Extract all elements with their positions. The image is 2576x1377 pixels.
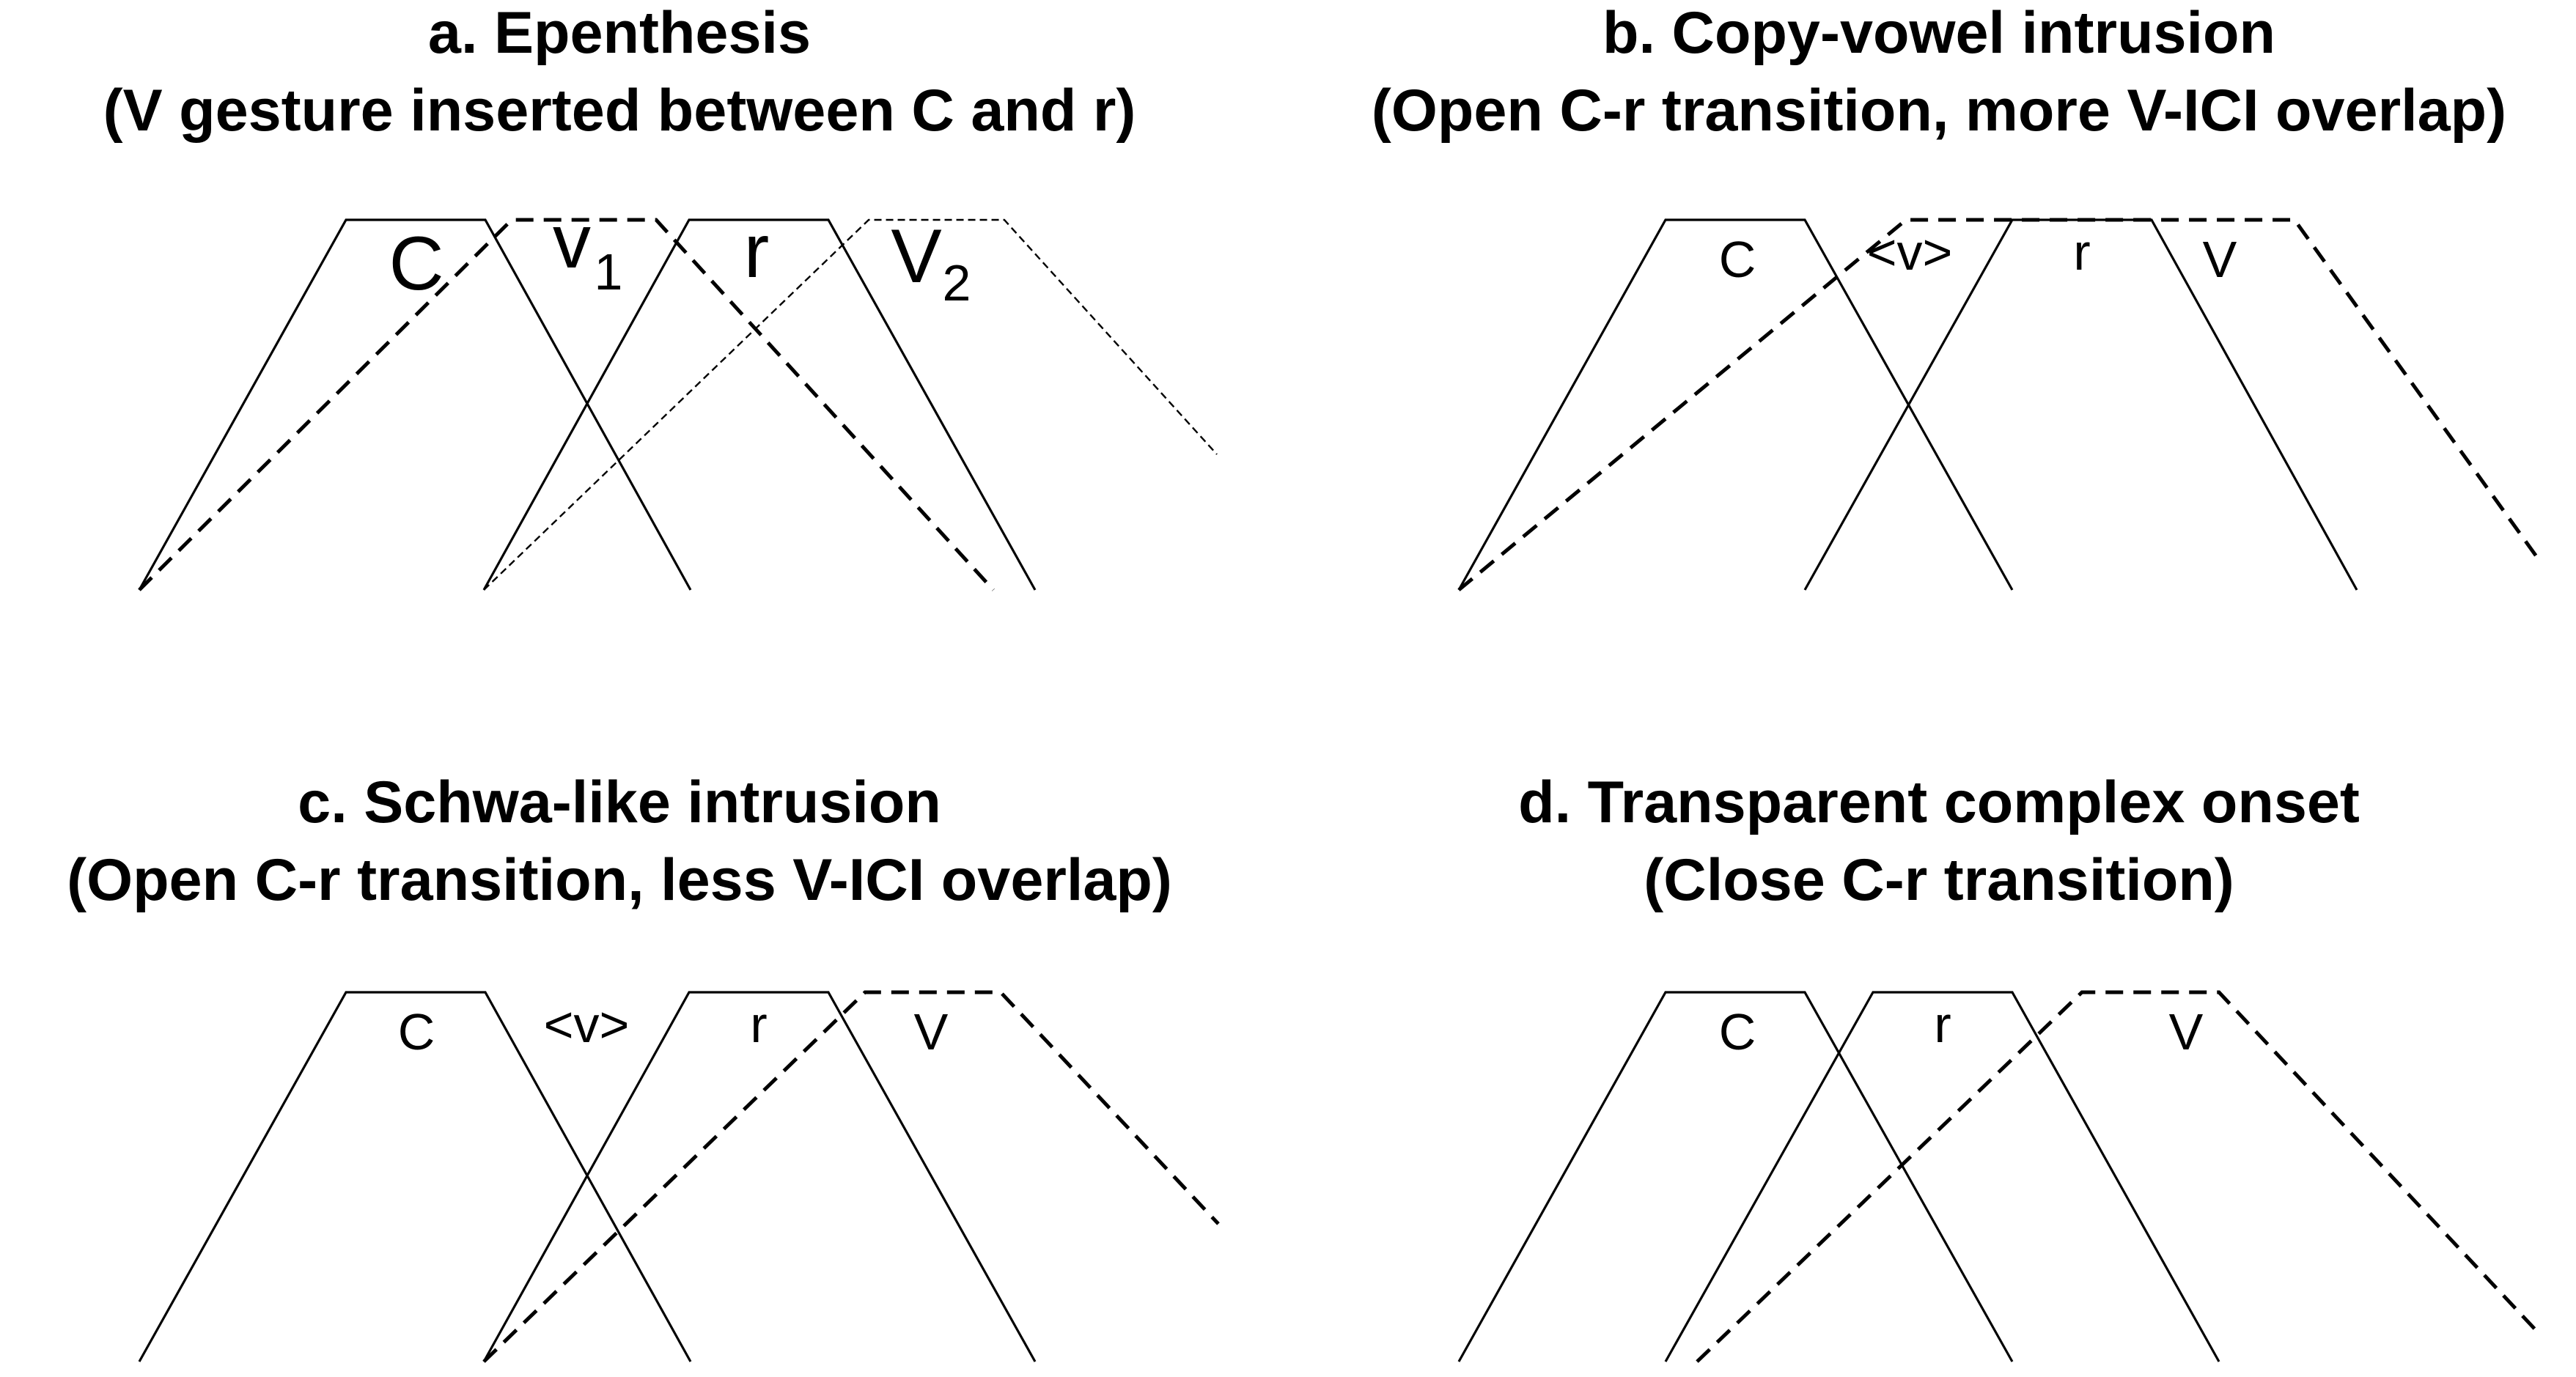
panel-a-label-v1: v 1: [553, 199, 622, 300]
svg-text:1: 1: [595, 243, 623, 300]
panel-a-v2-gesture: [483, 218, 1218, 591]
panel-b-label-r: r: [2073, 224, 2090, 281]
panel-d-title-line2: (Close C-r transition): [1644, 847, 2234, 913]
panel-a-c-gesture: [138, 218, 692, 591]
panel-c-label-r: r: [750, 996, 767, 1053]
svg-text:V: V: [891, 214, 941, 299]
panel-b-title-line2: (Open C-r transition, more V-ICI overlap…: [1372, 78, 2506, 144]
panel-b-label-c: C: [1719, 231, 1756, 288]
panel-d: d. Transparent complex onset (Close C-r …: [1457, 769, 2539, 1363]
panel-d-r-gesture: [1664, 991, 2220, 1362]
panel-b-title-line1: b. Copy-vowel intrusion: [1602, 0, 2275, 66]
panel-b-v-gesture: [1457, 218, 2540, 591]
svg-text:v: v: [553, 199, 591, 284]
panel-a-label-r: r: [744, 209, 770, 294]
panel-d-v-gesture: [1696, 990, 2539, 1363]
panel-c: c. Schwa-like intrusion (Open C-r transi…: [67, 769, 1220, 1363]
panel-a-title-line2: (V gesture inserted between C and r): [103, 78, 1136, 144]
panel-a-title-line1: a. Epenthesis: [428, 0, 811, 66]
panel-d-label-vowel: V: [2169, 1003, 2204, 1060]
panel-a-v1-gesture: [138, 218, 995, 591]
panel-b-label-v: <v>: [1867, 224, 1953, 281]
panel-d-label-c: C: [1719, 1003, 1756, 1060]
panel-c-label-c: C: [398, 1003, 435, 1060]
panel-c-label-vowel: V: [914, 1003, 949, 1060]
panel-b-label-vowel: V: [2203, 231, 2237, 288]
panel-a-label-c: C: [389, 221, 444, 306]
panel-c-title-line2: (Open C-r transition, less V-ICI overlap…: [67, 847, 1172, 913]
panel-d-label-r: r: [1934, 996, 1951, 1053]
panel-d-c-gesture: [1457, 991, 2014, 1362]
panel-d-title-line1: d. Transparent complex onset: [1518, 769, 2360, 835]
panel-c-r-gesture: [482, 991, 1037, 1362]
svg-text:2: 2: [943, 254, 971, 311]
panel-c-title-line1: c. Schwa-like intrusion: [298, 769, 941, 835]
panel-a-label-v2: V 2: [891, 214, 971, 311]
panel-c-c-gesture: [138, 991, 692, 1362]
panel-a-r-gesture: [482, 218, 1037, 591]
panel-b: b. Copy-vowel intrusion (Open C-r transi…: [1372, 0, 2540, 591]
panel-c-label-v: <v>: [544, 996, 630, 1053]
panel-a: a. Epenthesis (V gesture inserted betwee…: [103, 0, 1218, 591]
panel-c-v-gesture: [482, 990, 1220, 1363]
